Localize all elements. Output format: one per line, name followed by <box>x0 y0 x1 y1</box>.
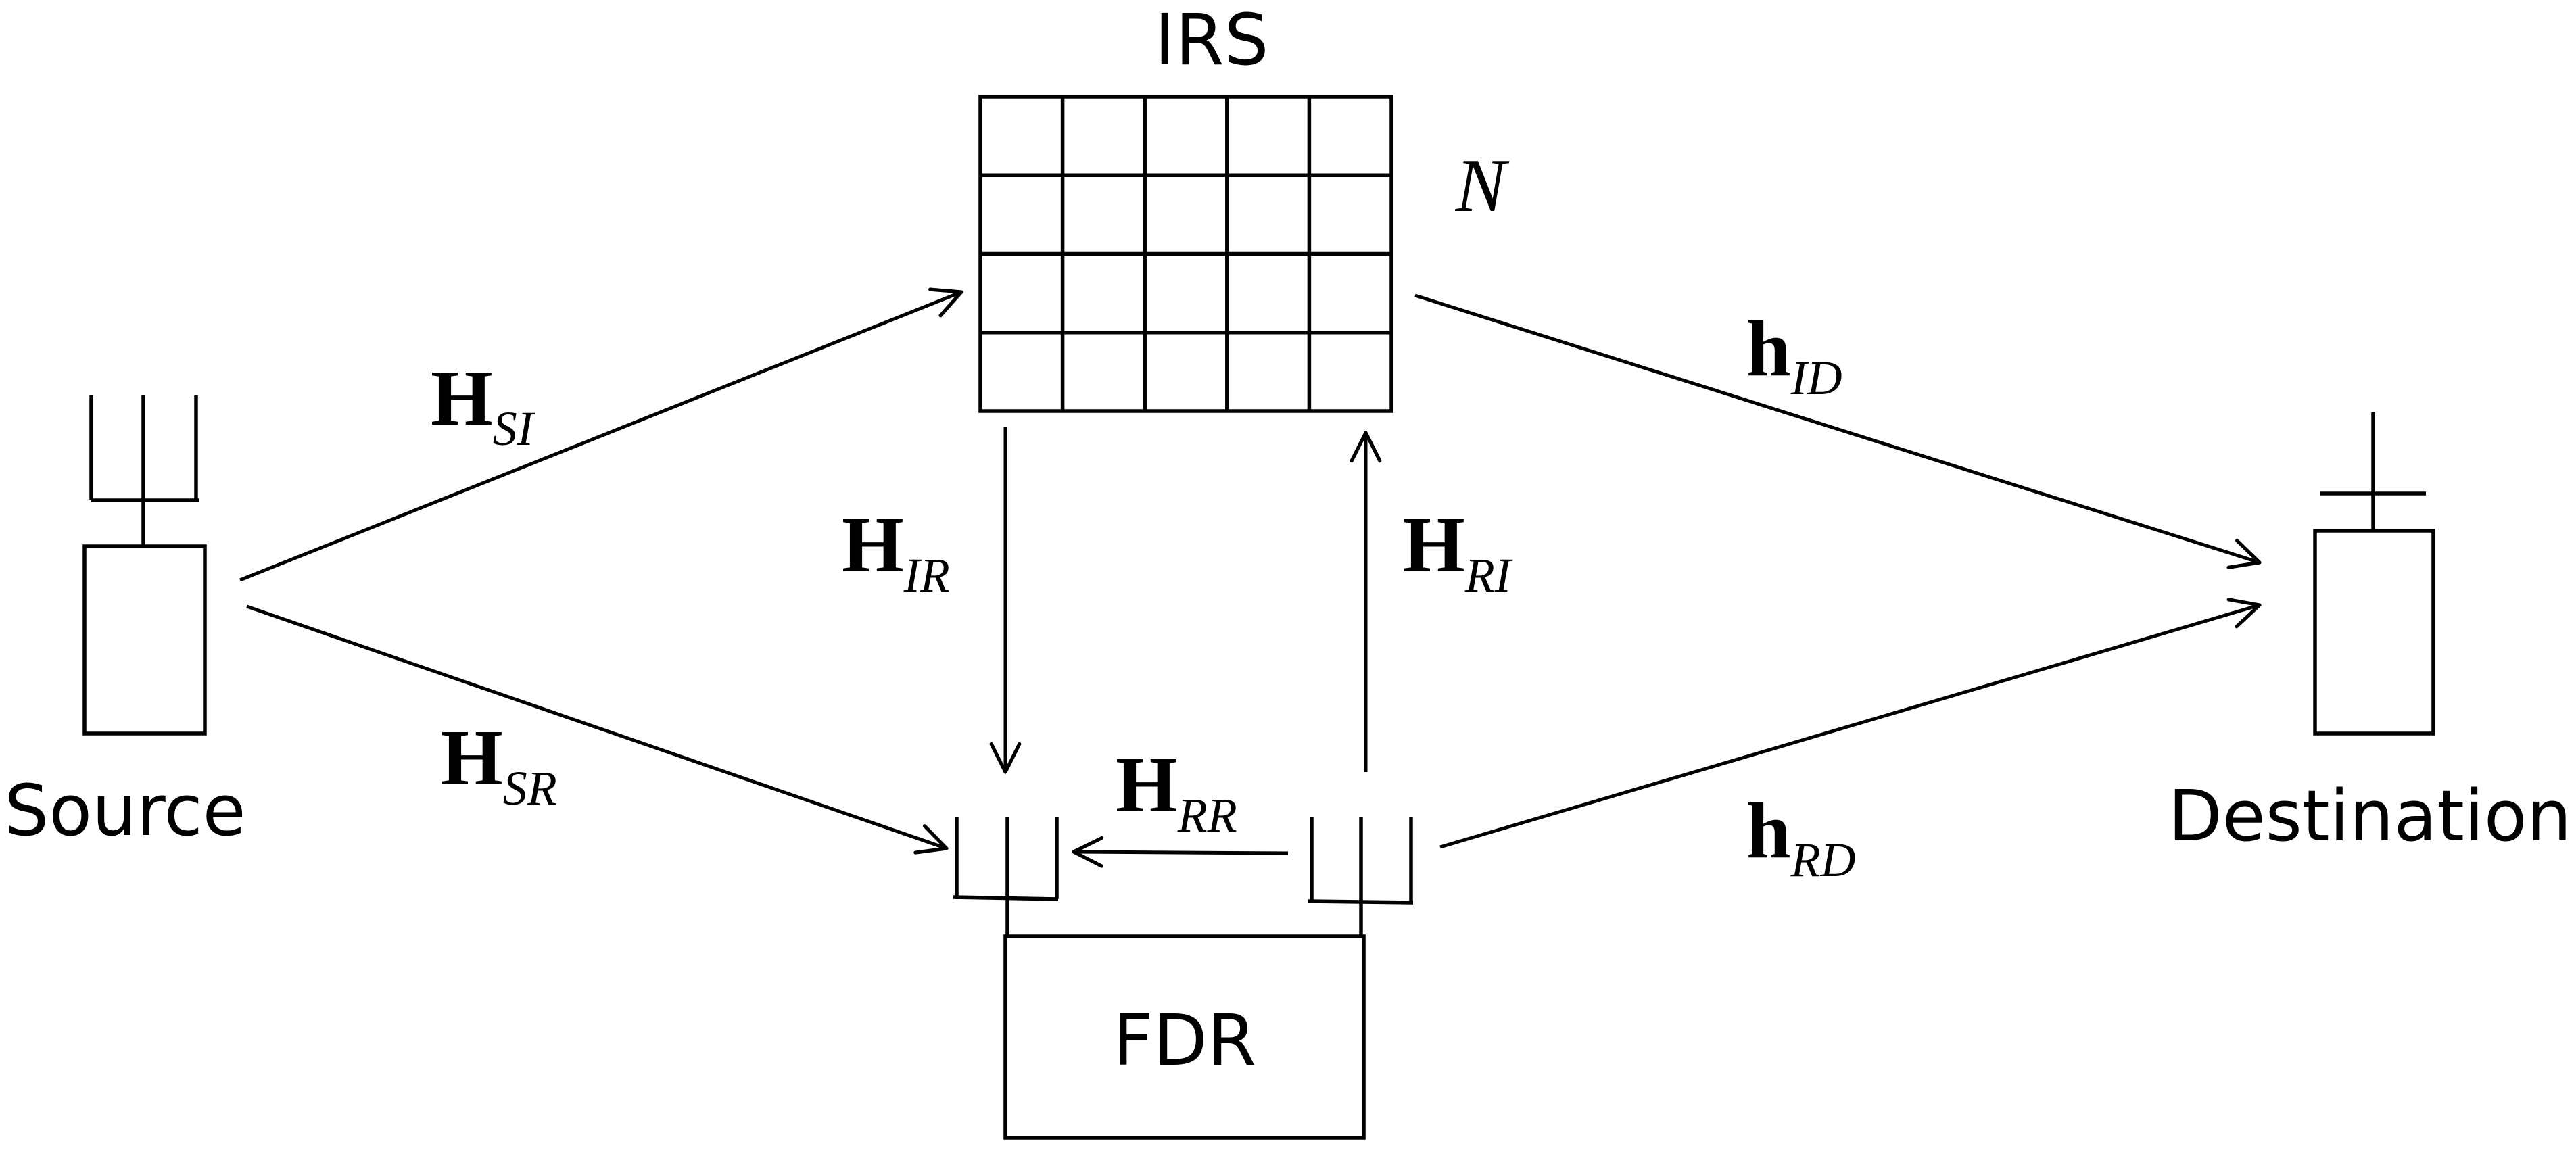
h-si-main: H <box>431 354 493 442</box>
source-box <box>82 544 207 736</box>
h-ri-main: H <box>1403 500 1465 589</box>
fdr-transmit-antenna-icon <box>1308 817 1414 936</box>
irs-element-count: N <box>1455 144 1510 228</box>
arrow-irs-to-destination <box>1414 293 2262 569</box>
h-sr-sub: SR <box>503 761 557 815</box>
h-rr-sub: RR <box>1177 788 1237 842</box>
channel-labels: HSI HSR HIR HRI HRR hID hRD <box>431 304 1856 887</box>
destination-label: Destination <box>2168 775 2572 857</box>
fdr-label: FDR <box>1113 999 1256 1082</box>
h-rd-main: h <box>1746 786 1791 875</box>
irs-element-grid <box>978 95 1393 413</box>
irs-label: IRS <box>1155 0 1269 81</box>
h-ir-main: H <box>842 500 904 589</box>
source-antenna-icon <box>89 395 199 546</box>
arrow-fdr-to-destination <box>1439 598 2262 849</box>
irs-node: IRS N <box>978 0 1510 413</box>
h-ir-sub: IR <box>903 548 950 602</box>
h-rr-main: H <box>1116 740 1178 829</box>
h-id-sub: ID <box>1790 351 1842 405</box>
label-h-rd: hRD <box>1746 786 1856 887</box>
label-h-rr: HRR <box>1116 740 1237 842</box>
fdr-receive-antenna-icon <box>953 817 1059 936</box>
label-h-sr: HSR <box>441 713 557 815</box>
label-h-ir: HIR <box>842 500 950 602</box>
label-h-ri: HRI <box>1403 500 1513 602</box>
h-ri-sub: RI <box>1464 548 1513 602</box>
destination-box <box>2313 529 2435 736</box>
fdr-box <box>1003 934 1366 1140</box>
h-id-main: h <box>1746 304 1791 393</box>
source-label: Source <box>4 769 245 852</box>
h-rd-sub: RD <box>1790 833 1856 887</box>
destination-node: Destination <box>2168 412 2572 857</box>
label-h-si: HSI <box>431 354 535 456</box>
fdr-node: FDR <box>953 817 1414 1140</box>
label-h-id: hID <box>1746 304 1842 405</box>
arrow-source-to-irs <box>239 287 963 582</box>
destination-antenna-icon <box>2320 412 2426 531</box>
h-si-sub: SI <box>493 402 535 456</box>
arrow-source-to-fdr <box>246 604 949 855</box>
h-sr-main: H <box>441 713 503 802</box>
arrow-fdr-loopback <box>1072 836 1289 868</box>
channel-arrows <box>239 287 2262 868</box>
source-node: Source <box>4 395 246 852</box>
